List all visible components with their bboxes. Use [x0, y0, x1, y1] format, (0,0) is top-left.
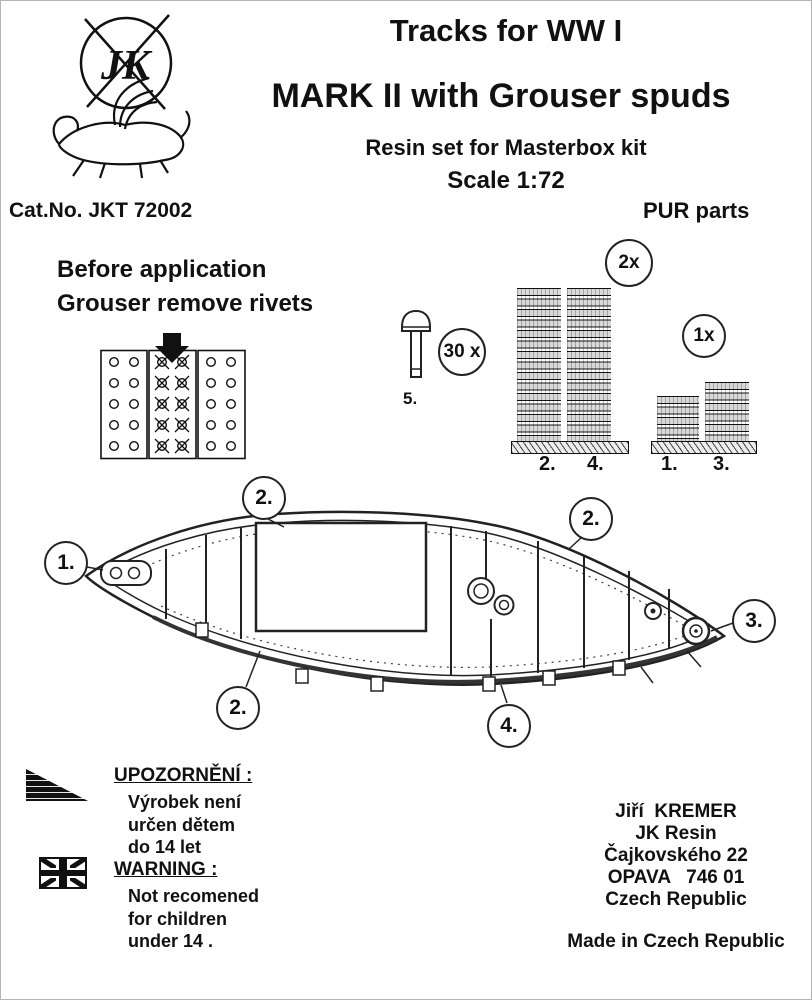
- czech-warning-line: určen dětem: [128, 814, 236, 835]
- rivet-removal-diagram: [100, 333, 246, 460]
- stack-label-4: 4.: [587, 453, 604, 475]
- stack-label-2: 2.: [539, 453, 556, 475]
- english-warning-line: for children: [128, 908, 228, 929]
- material-label: PUR parts: [643, 198, 750, 223]
- callout-2-top-right: 2.: [569, 497, 613, 541]
- made-in-label: Made in Czech Republic: [567, 931, 785, 952]
- czech-warning-title: UPOZORNĚNÍ :: [114, 765, 253, 786]
- rivet-x-marks: [154, 354, 190, 454]
- manufacturer-line: OPAVA 746 01: [607, 867, 745, 888]
- title-line-2: MARK II with Grouser spuds: [271, 77, 731, 115]
- callout-leader-lines: [86, 518, 734, 704]
- czech-warning-line: do 14 let: [128, 837, 202, 857]
- subtitle-kit: Resin set for Masterbox kit: [365, 135, 647, 160]
- manufacturer-line: Jiří KREMER: [615, 801, 737, 822]
- track-stack-part4: [567, 288, 611, 441]
- callout-3: 3.: [732, 599, 776, 643]
- track-assembly-diagram: [84, 510, 734, 704]
- stack-label-1: 1.: [661, 453, 678, 475]
- stack-label-3: 3.: [713, 453, 730, 475]
- note-line-1: Before application: [57, 256, 267, 283]
- jk-resin-logo: JK: [52, 14, 191, 179]
- english-warning-line: under 14 .: [128, 931, 214, 951]
- casting-base-large: [511, 441, 629, 454]
- large-stack-count-badge: 2x: [605, 239, 653, 287]
- down-arrow-icon: [155, 333, 189, 363]
- frame-ribs: [165, 526, 670, 678]
- callout-2-bottom: 2.: [216, 686, 260, 730]
- track-stack-part3: [705, 382, 749, 441]
- english-warning-line: Not recomened: [128, 886, 260, 906]
- callout-4: 4.: [487, 704, 531, 748]
- griffin-icon: [52, 76, 191, 179]
- track-stack-part2: [517, 288, 561, 441]
- catalog-number: Cat.No. JKT 72002: [9, 199, 193, 222]
- track-stack-part1: [657, 396, 699, 441]
- uk-flag-icon: [39, 857, 87, 889]
- small-stack-count-badge: 1x: [682, 314, 726, 358]
- warning-triangle-icon: [26, 769, 88, 801]
- note-line-2: Grouser remove rivets: [57, 290, 314, 317]
- english-warning-title: WARNING :: [114, 859, 218, 880]
- czech-warning-line: Výrobek není: [128, 792, 242, 812]
- screw-part-number: 5.: [403, 389, 418, 408]
- screw-count-badge: 30 x: [438, 328, 486, 376]
- manufacturer-line: Czech Republic: [605, 889, 747, 910]
- application-note: Before application Grouser remove rivets: [57, 253, 313, 321]
- casting-base-small: [651, 441, 757, 454]
- callout-1: 1.: [44, 541, 88, 585]
- czech-warning: UPOZORNĚNÍ : Výrobek není určen dětem do…: [114, 765, 252, 859]
- manufacturer-address: Jiří KREMER JK Resin Čajkovského 22 OPAV…: [556, 801, 796, 911]
- manufacturer-line: JK Resin: [635, 823, 717, 844]
- manufacturer-line: Čajkovského 22: [604, 845, 748, 866]
- subtitle-scale: Scale 1:72: [447, 167, 565, 194]
- grouser-feet: [195, 622, 626, 692]
- title-line-1: Tracks for WW I: [389, 13, 623, 48]
- english-warning: WARNING : Not recomened for children und…: [114, 859, 259, 953]
- screw-part-diagram: [401, 309, 431, 378]
- callout-2-top-left: 2.: [242, 476, 286, 520]
- svg-text:JK: JK: [100, 43, 153, 89]
